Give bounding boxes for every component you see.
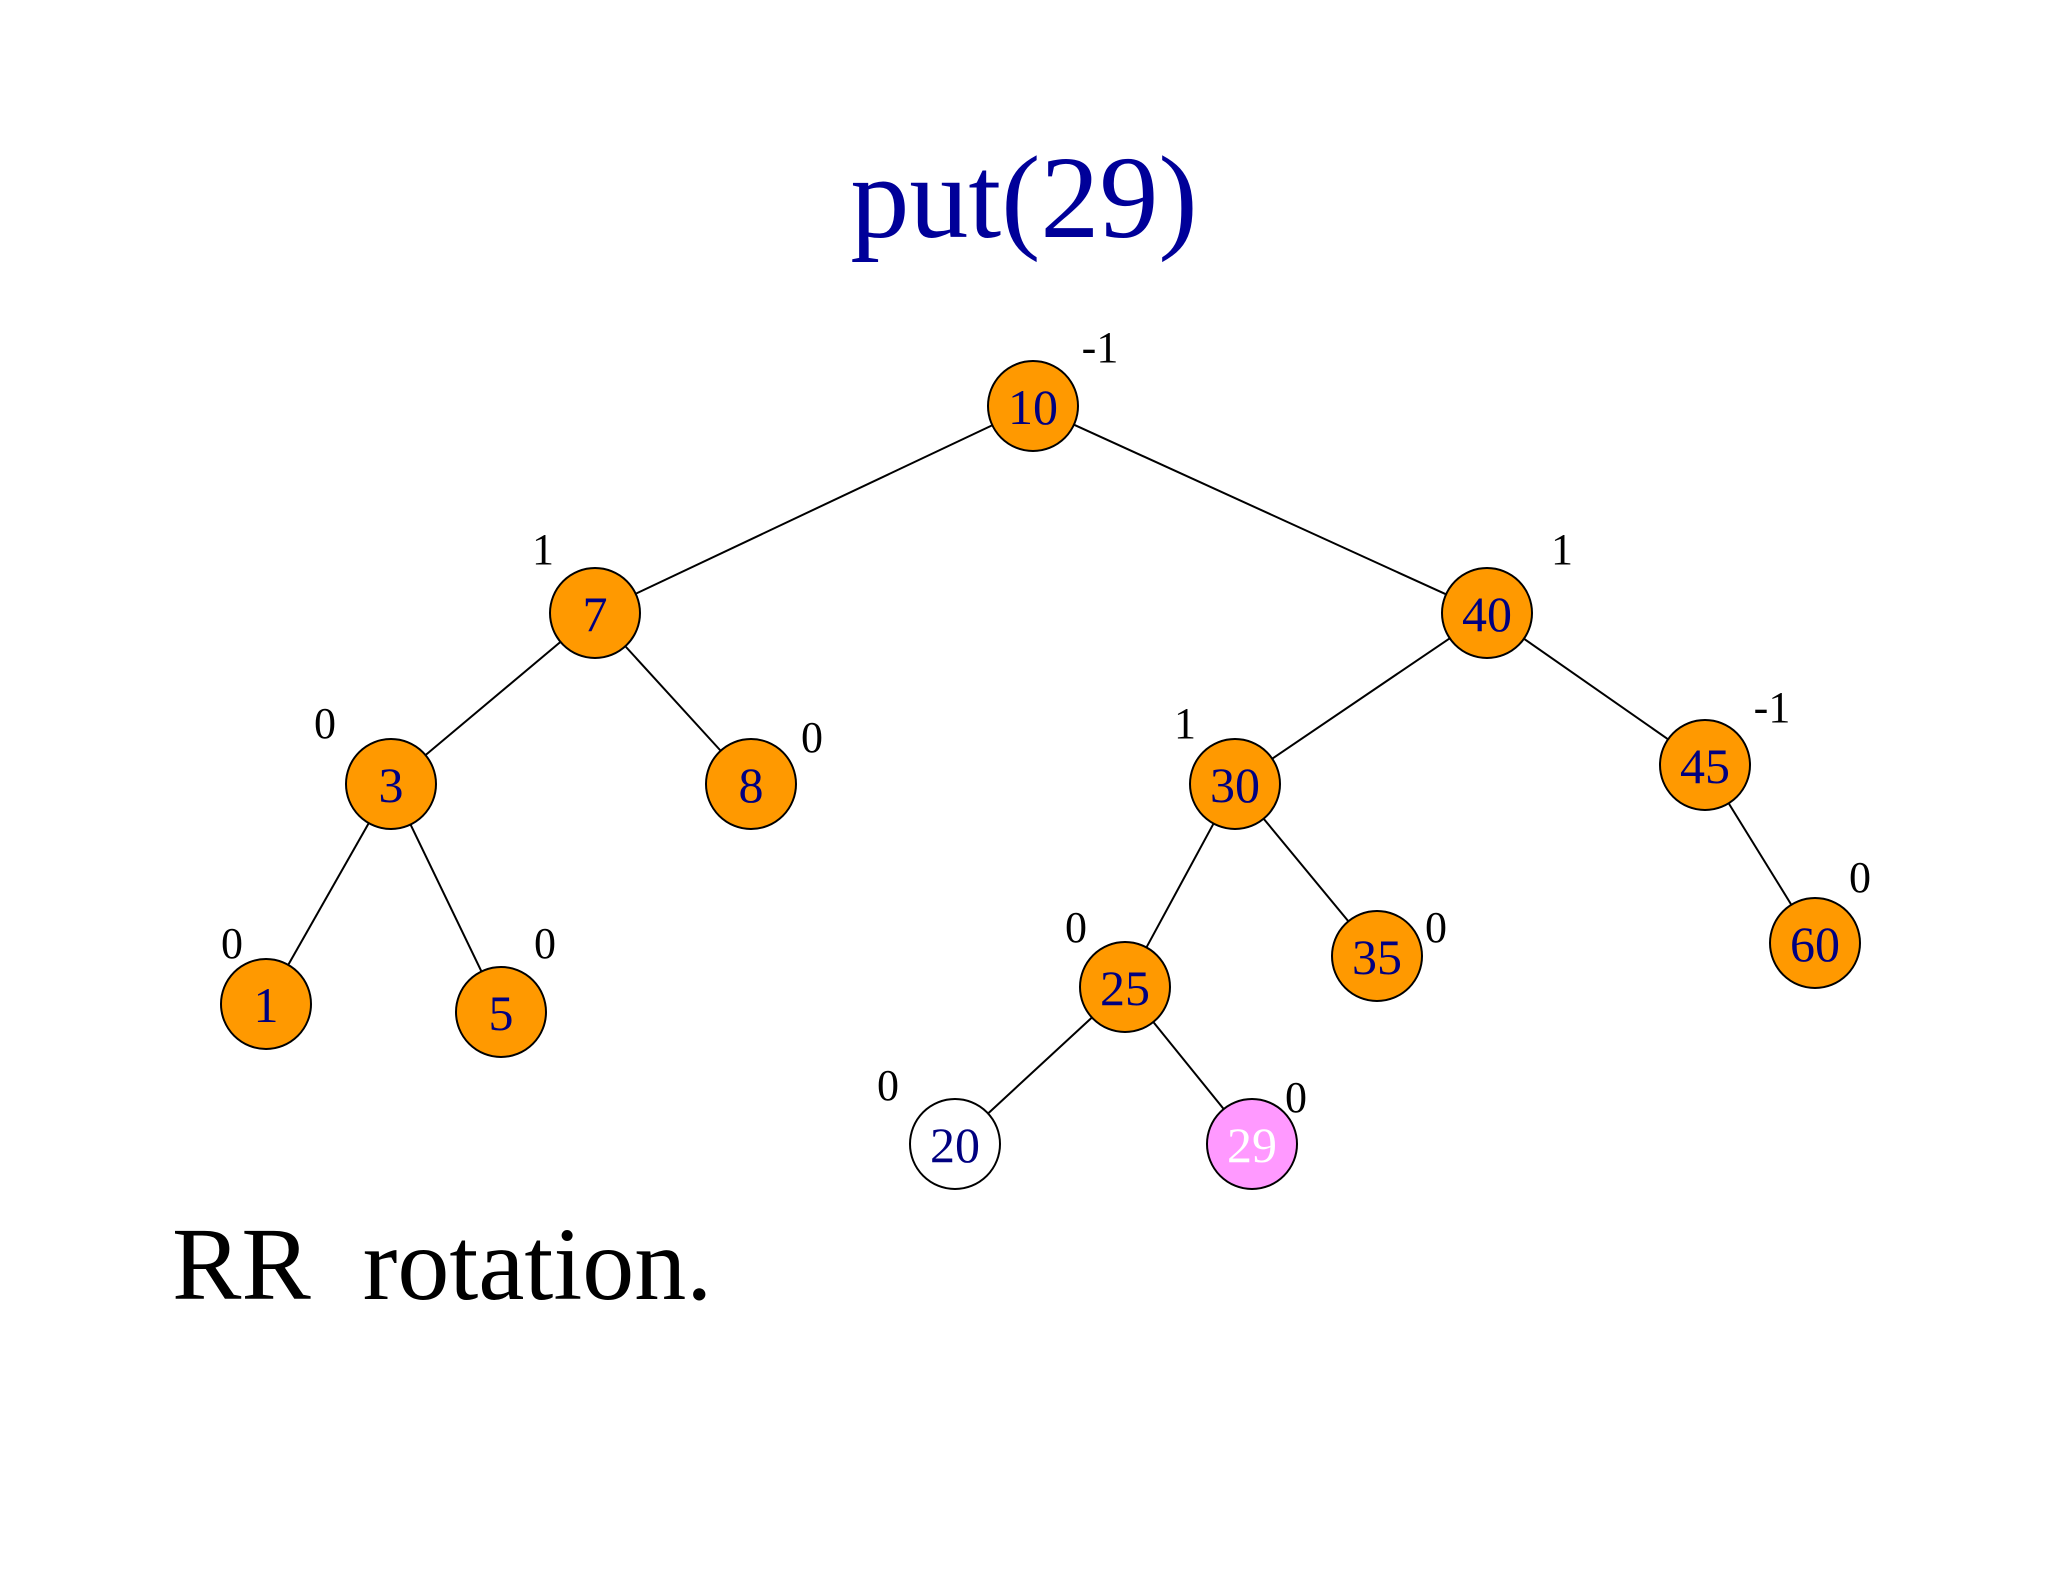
- node-circle-45: [1659, 719, 1751, 811]
- tree-node-3: 3: [345, 738, 437, 830]
- tree-node-25: 25: [1079, 941, 1171, 1033]
- tree-node-8: 8: [705, 738, 797, 830]
- balance-factor-1: 0: [221, 919, 243, 968]
- node-circle-30: [1189, 738, 1281, 830]
- node-key-20: 20: [930, 1117, 980, 1173]
- balance-factor-20: 0: [877, 1061, 899, 1110]
- balance-factor-25: 0: [1065, 903, 1087, 952]
- balance-factor-5: 0: [534, 919, 556, 968]
- node-key-40: 40: [1462, 586, 1512, 642]
- tree-node-5: 5: [455, 966, 547, 1058]
- node-circle-35: [1331, 910, 1423, 1002]
- balance-factor-40: 1: [1551, 525, 1573, 574]
- balance-factor-29: 0: [1285, 1073, 1307, 1122]
- balance-factor-8: 0: [801, 713, 823, 762]
- balance-factor-10: -1: [1082, 323, 1119, 372]
- node-key-30: 30: [1210, 757, 1260, 813]
- node-key-29: 29: [1227, 1117, 1277, 1173]
- node-key-1: 1: [254, 977, 279, 1033]
- node-circle-10: [987, 360, 1079, 452]
- node-circle-40: [1441, 567, 1533, 659]
- tree-node-7: 7: [549, 567, 641, 659]
- edge-40-30: [1271, 637, 1451, 760]
- tree-node-29: 29: [1206, 1098, 1298, 1190]
- rotation-caption: RR rotation.: [172, 1207, 713, 1322]
- tree-edges: [287, 423, 1793, 1115]
- edge-7-3: [424, 641, 562, 756]
- node-circle-1: [220, 958, 312, 1050]
- tree-node-10: 10: [987, 360, 1079, 452]
- node-key-45: 45: [1680, 738, 1730, 794]
- edge-45-60: [1727, 802, 1793, 906]
- edge-30-35: [1262, 818, 1350, 922]
- node-circle-7: [549, 567, 641, 659]
- tree-node-35: 35: [1331, 910, 1423, 1002]
- edge-3-1: [287, 822, 370, 966]
- node-key-3: 3: [379, 757, 404, 813]
- node-key-35: 35: [1352, 929, 1402, 985]
- tree-node-20: 20: [909, 1098, 1001, 1190]
- balance-factor-7: 1: [532, 525, 554, 574]
- node-circle-29: [1206, 1098, 1298, 1190]
- balance-factor-3: 0: [314, 699, 336, 748]
- node-key-8: 8: [739, 757, 764, 813]
- node-circle-25: [1079, 941, 1171, 1033]
- tree-node-45: 45: [1659, 719, 1751, 811]
- node-circle-8: [705, 738, 797, 830]
- tree-node-40: 40: [1441, 567, 1533, 659]
- edge-25-29: [1152, 1021, 1225, 1110]
- node-circle-3: [345, 738, 437, 830]
- edge-10-40: [1073, 423, 1447, 596]
- edge-3-5: [409, 824, 483, 972]
- slide-title: put(29): [850, 132, 1198, 263]
- balance-factor-60: 0: [1849, 853, 1871, 902]
- balance-factor-30: 1: [1174, 699, 1196, 748]
- node-key-7: 7: [583, 586, 608, 642]
- tree-node-30: 30: [1189, 738, 1281, 830]
- edge-40-45: [1523, 637, 1669, 741]
- edge-25-20: [987, 1016, 1093, 1115]
- node-circle-60: [1769, 897, 1861, 989]
- node-key-60: 60: [1790, 916, 1840, 972]
- node-key-10: 10: [1008, 379, 1058, 435]
- node-circle-5: [455, 966, 547, 1058]
- tree-node-60: 60: [1769, 897, 1861, 989]
- edge-30-25: [1145, 823, 1215, 948]
- node-circle-20: [909, 1098, 1001, 1190]
- tree-node-1: 1: [220, 958, 312, 1050]
- node-key-25: 25: [1100, 960, 1150, 1016]
- edge-10-7: [635, 424, 993, 595]
- edge-7-8: [624, 645, 722, 752]
- balance-factor-45: -1: [1754, 683, 1791, 732]
- node-key-5: 5: [489, 985, 514, 1041]
- balance-factor-35: 0: [1425, 903, 1447, 952]
